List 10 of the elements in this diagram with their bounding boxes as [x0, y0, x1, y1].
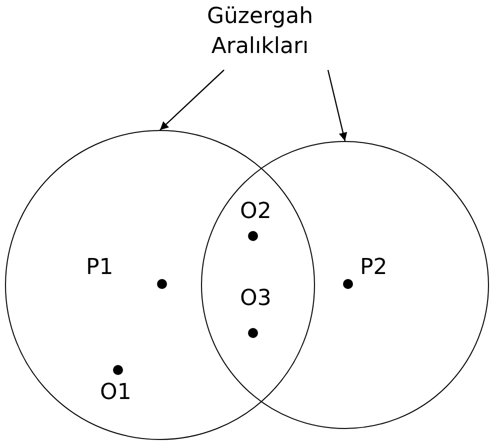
- point-label: P1: [86, 256, 114, 280]
- point-label: O1: [100, 381, 132, 405]
- arrow: [327, 70, 348, 142]
- arrow: [160, 70, 224, 130]
- range-circle: [201, 141, 489, 429]
- point-label: O3: [240, 287, 272, 311]
- range-circle: [5, 130, 315, 440]
- point-label: O2: [240, 200, 272, 224]
- point-label: P2: [360, 256, 388, 280]
- heading-text: Güzergah Aralıkları: [206, 3, 314, 61]
